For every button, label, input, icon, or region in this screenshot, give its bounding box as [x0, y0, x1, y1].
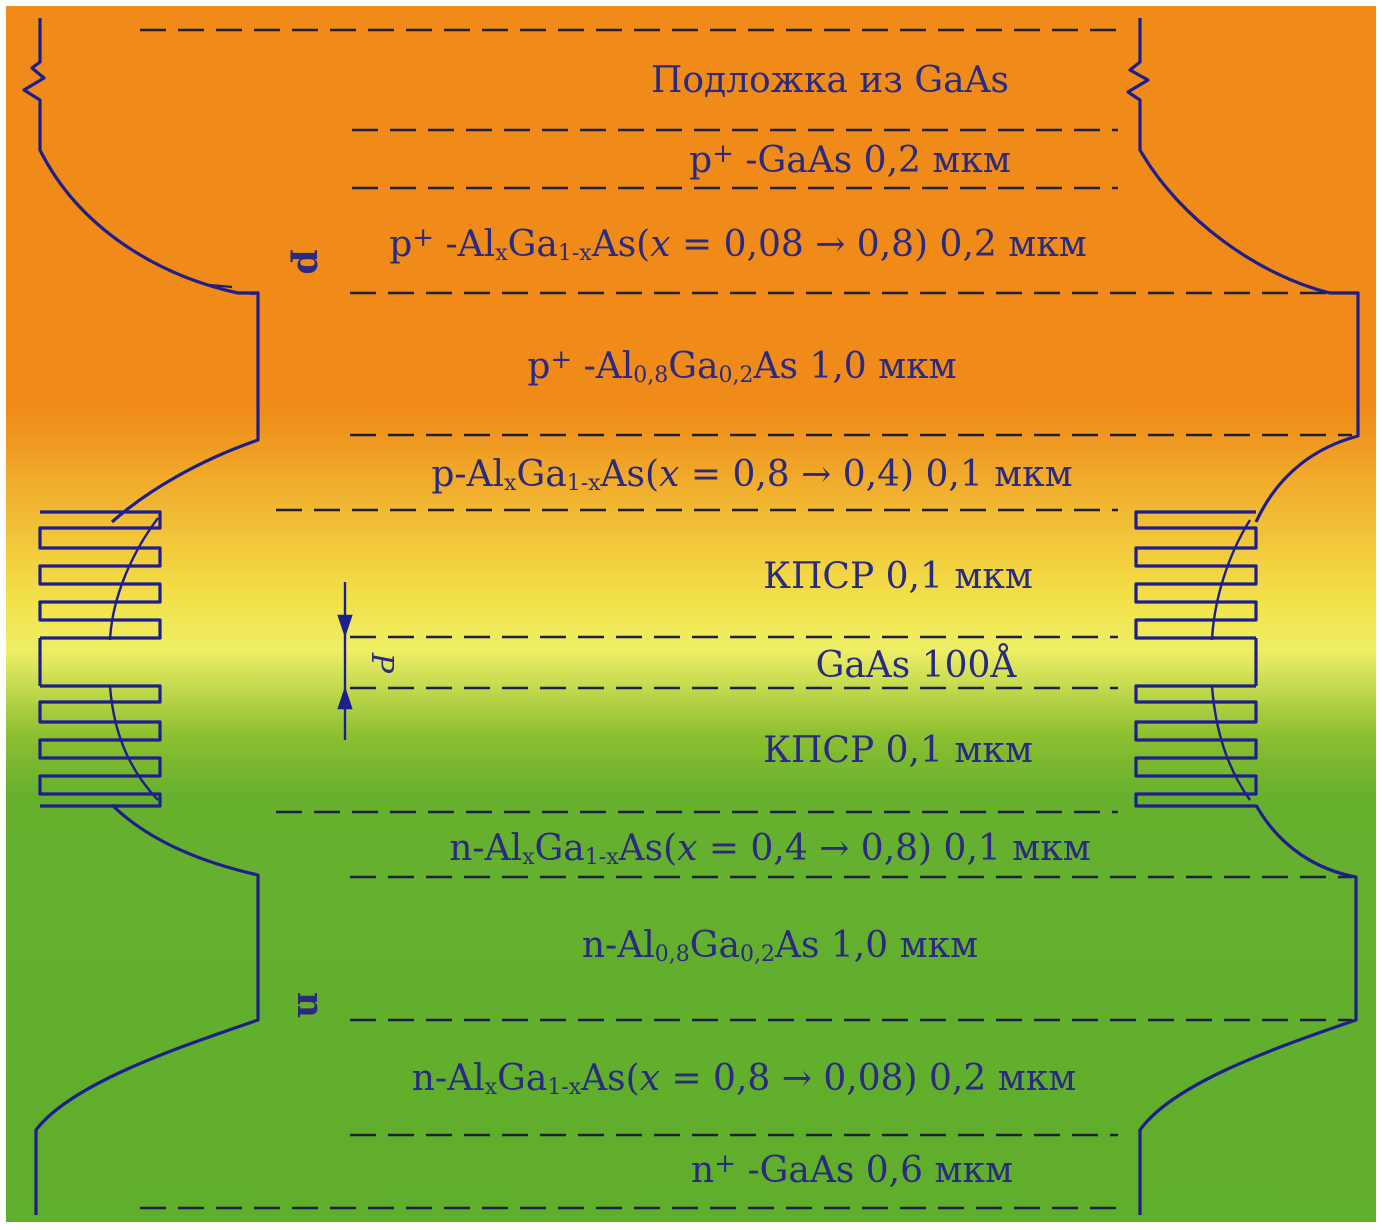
label-part: x: [677, 828, 697, 869]
label-part: As 1,0 мкм: [774, 925, 978, 966]
layer-boundaries: [140, 28, 1352, 1210]
label-part: +: [712, 139, 734, 169]
label-part: -GaAs 0,6 мкм: [736, 1150, 1013, 1191]
label-part: 0,8: [655, 942, 690, 967]
label-part: As(: [580, 1058, 640, 1099]
label-part: КПСР 0,1 мкм: [763, 556, 1033, 597]
label-part: = 0,08 → 0,8) 0,2 мкм: [671, 224, 1087, 265]
band-edge-right: [1126, 18, 1360, 523]
label-part: 0,2: [740, 942, 775, 967]
superlattice-right-bottom: [1134, 684, 1258, 808]
label-part: -Al: [572, 346, 633, 387]
layer-label-p-plus-algaas: p+ -Al0,8Ga0,2As 1,0 мкм: [527, 345, 956, 388]
label-part: Ga: [497, 1058, 547, 1099]
band-dashes-left-top: [209, 283, 256, 296]
background: [6, 6, 1376, 1222]
label-part: Ga: [535, 828, 585, 869]
arrow-up-icon: [337, 686, 353, 710]
layer-label-qw-gaas: GaAs 100Å: [816, 644, 1018, 686]
label-part: Подложка из GaAs: [651, 60, 1009, 101]
label-part: x: [659, 454, 679, 495]
label-part: p: [527, 346, 550, 387]
layer-label-p-plus-grad: p+ -AlxGa1-xAs(x = 0,08 → 0,8) 0,2 мкм: [389, 223, 1087, 266]
layer-label-kpsr-bottom: КПСР 0,1 мкм: [763, 730, 1033, 771]
label-part: 1-x: [547, 1075, 581, 1100]
label-part: -Al: [434, 224, 495, 265]
band-edge-right-lower: [1138, 804, 1358, 1215]
label-part: p: [389, 224, 412, 265]
layer-label-p-grad: p-AlxGa1-xAs(x = 0,8 → 0,4) 0,1 мкм: [431, 454, 1072, 496]
layer-label-n-algaas: n-Al0,8Ga0,2As 1,0 мкм: [582, 925, 978, 967]
label-part: 1-x: [567, 471, 601, 496]
label-part: 1-x: [558, 241, 592, 266]
label-part: GaAs 100Å: [816, 644, 1018, 686]
label-part: x: [640, 1058, 660, 1099]
label-part: = 0,8 → 0,4) 0,1 мкм: [679, 454, 1072, 495]
label-part: Ga: [516, 454, 566, 495]
band-edge-left: [22, 18, 260, 524]
label-part: As(: [600, 454, 660, 495]
superlattice-right-top: [1134, 510, 1258, 640]
label-part: 0,8: [633, 363, 668, 388]
label-part: n-Al: [449, 828, 522, 869]
arrow-down-icon: [337, 614, 353, 638]
label-part: = 0,8 → 0,08) 0,2 мкм: [660, 1058, 1076, 1099]
superlattice-left-top: [38, 510, 162, 640]
label-part: x: [522, 845, 535, 870]
label-part: Ga: [690, 925, 740, 966]
label-part: КПСР 0,1 мкм: [763, 730, 1033, 771]
band-profile-left: [22, 18, 260, 1215]
layer-label-p-plus-gaas: p+ -GaAs 0,2 мкм: [689, 139, 1011, 181]
label-part: x: [650, 224, 670, 265]
label-part: x: [485, 1075, 498, 1100]
label-part: +: [714, 1149, 736, 1179]
label-part: 0,2: [719, 363, 754, 388]
well-width-label: P: [364, 652, 399, 674]
layer-label-substrate: Подложка из GaAs: [651, 60, 1009, 101]
layer-label-n-grad-2: n-AlxGa1-xAs(x = 0,8 → 0,08) 0,2 мкм: [412, 1058, 1076, 1100]
miniband-curve-right: [1210, 519, 1252, 801]
label-part: As(: [591, 224, 651, 265]
label-part: n-Al: [412, 1058, 485, 1099]
label-part: Ga: [508, 224, 558, 265]
label-part: +: [412, 223, 434, 253]
layer-label-n-grad: n-AlxGa1-xAs(x = 0,4 → 0,8) 0,1 мкм: [449, 828, 1091, 870]
label-part: x: [495, 241, 508, 266]
band-edge-left-lower: [34, 803, 260, 1215]
superlattice-left-bottom: [38, 684, 162, 808]
label-part: As(: [618, 828, 678, 869]
layer-label-kpsr-top: КПСР 0,1 мкм: [763, 556, 1033, 597]
label-part: +: [550, 345, 572, 375]
band-profile-right: [1126, 18, 1360, 1215]
well-width-marker: [337, 582, 353, 740]
label-part: 1-x: [585, 845, 619, 870]
layer-label-n-plus-gaas: n+ -GaAs 0,6 мкм: [691, 1149, 1013, 1191]
label-part: Ga: [668, 346, 718, 387]
label-part: = 0,4 → 0,8) 0,1 мкм: [697, 828, 1090, 869]
label-part: p: [689, 140, 712, 181]
label-part: x: [504, 471, 517, 496]
label-part: p-Al: [431, 454, 504, 495]
label-part: n: [691, 1150, 714, 1191]
p-region-label: p: [289, 249, 331, 274]
label-part: -GaAs 0,2 мкм: [734, 140, 1011, 181]
miniband-curve-left: [108, 517, 159, 801]
label-part: As 1,0 мкм: [753, 346, 957, 387]
n-region-label: n: [289, 992, 331, 1018]
label-part: n-Al: [582, 925, 655, 966]
